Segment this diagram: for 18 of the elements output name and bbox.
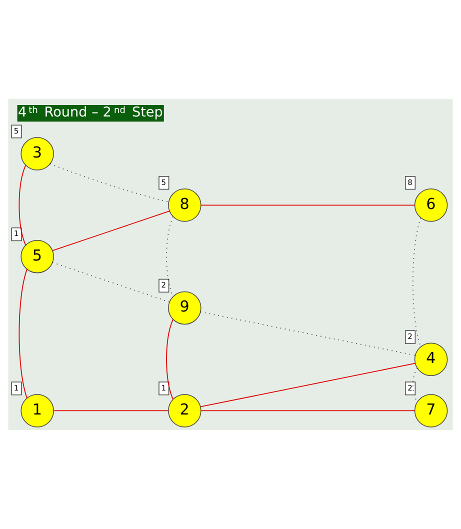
connector bbox=[52, 210, 170, 252]
node-label: 1 bbox=[14, 229, 19, 238]
connector bbox=[200, 204, 416, 206]
connector bbox=[18, 164, 26, 246]
connector bbox=[412, 217, 422, 348]
node-label: 2 bbox=[161, 280, 166, 290]
node-label: 2 bbox=[408, 332, 412, 341]
connector bbox=[18, 268, 28, 398]
connector bbox=[200, 410, 416, 412]
node-label: 1 bbox=[161, 383, 166, 392]
connector bbox=[53, 410, 169, 412]
node-label: 2 bbox=[408, 383, 412, 392]
node-label: 8 bbox=[408, 178, 412, 187]
connector bbox=[166, 319, 174, 400]
node-label: 1 bbox=[14, 383, 19, 392]
node-label: 5 bbox=[14, 126, 19, 136]
node-label: 5 bbox=[161, 178, 166, 187]
connector bbox=[412, 368, 418, 402]
